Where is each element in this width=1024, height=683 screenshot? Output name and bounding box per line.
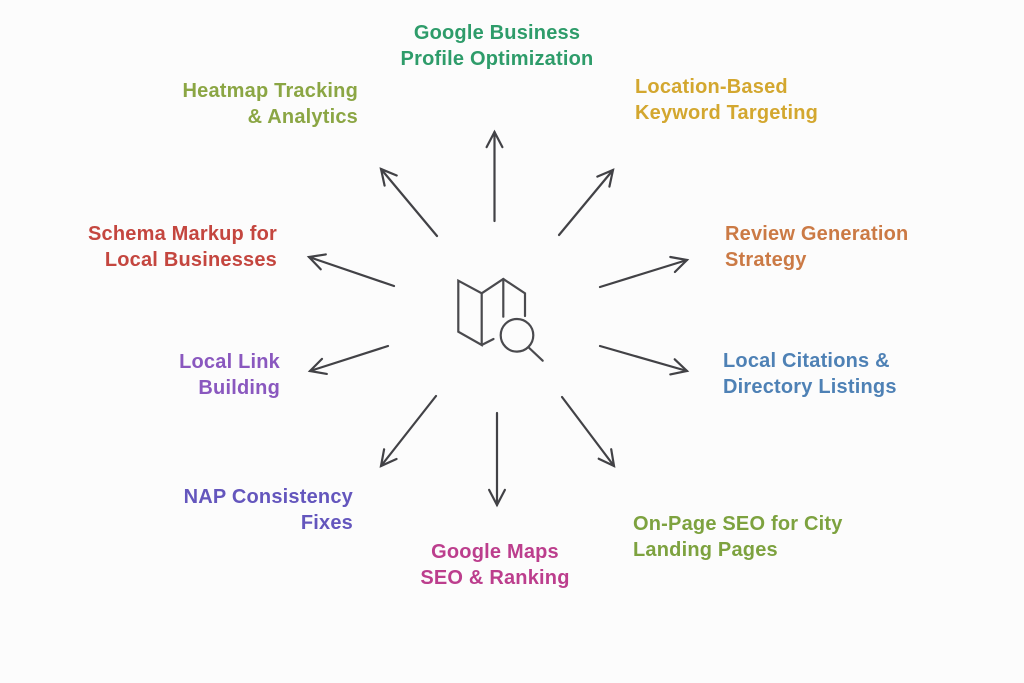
arrow-lower-left xyxy=(307,344,390,375)
label-nap-consistency-fixes: NAP Consistency Fixes xyxy=(183,486,353,534)
arrow-down-left xyxy=(379,394,438,468)
label-heatmap-tracking-analytics: Heatmap Tracking & Analytics xyxy=(182,80,358,128)
arrow-down-right xyxy=(560,395,616,468)
label-review-generation-strategy: Review Generation Strategy xyxy=(725,223,909,271)
label-location-based-keyword-targeting: Location-Based Keyword Targeting xyxy=(635,76,819,124)
label-on-page-seo-city-landing-pages: On-Page SEO for City Landing Pages xyxy=(633,513,843,561)
label-google-business-profile-optimization: Google Business Profile Optimization xyxy=(400,22,594,70)
arrow-down xyxy=(488,411,506,508)
map-left-panel xyxy=(457,278,483,347)
label-local-link-building: Local Link Building xyxy=(179,351,280,399)
label-local-citations-directory-listings: Local Citations & Directory Listings xyxy=(723,350,897,398)
arrow-right xyxy=(598,255,690,289)
magnifier-handle xyxy=(527,346,544,362)
label-google-maps-seo-ranking: Google Maps SEO & Ranking xyxy=(420,541,570,589)
map-search-icon xyxy=(457,277,544,362)
label-schema-markup-local-businesses: Schema Markup for Local Businesses xyxy=(87,223,277,271)
arrow-left xyxy=(306,253,396,288)
arrow-up xyxy=(485,129,504,223)
arrow-upper-right xyxy=(557,168,615,237)
magnifier-lens xyxy=(499,317,535,353)
arrow-upper-left xyxy=(379,167,439,238)
arrow-lower-right xyxy=(598,344,690,376)
map-bottom-edge xyxy=(480,337,495,347)
map-top-folds xyxy=(480,277,527,318)
